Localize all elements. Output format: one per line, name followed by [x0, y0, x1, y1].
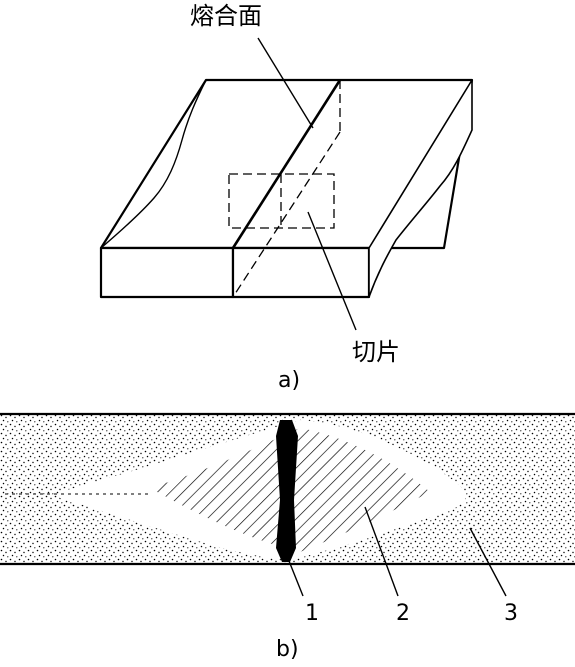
slice-outline — [228, 173, 335, 229]
slice-leader — [307, 211, 357, 331]
fusion-plane-hidden-diagonal — [232, 131, 341, 298]
plate-right-face — [368, 79, 473, 298]
diagram-b-leaders — [286, 506, 507, 597]
diagram-a-plate — [99, 78, 474, 299]
plate-front-face-left — [99, 246, 235, 299]
fusion-boundary — [276, 420, 298, 562]
plate-broken-edge-left — [100, 79, 207, 249]
leader-1 — [286, 555, 304, 597]
fusion-line-top — [231, 79, 342, 249]
leader-3 — [469, 527, 507, 597]
leader-2 — [364, 506, 399, 597]
slice-label: 切片 — [352, 338, 400, 366]
diagram-b-cross-section — [0, 412, 575, 566]
diagram-a-hidden-lines — [228, 80, 341, 298]
fusion-surface-leader — [257, 37, 314, 129]
diagram-a-leaders — [257, 37, 357, 331]
marker-1-label: 1 — [305, 601, 319, 626]
marker-3-label: 3 — [504, 601, 518, 626]
caption-b: b) — [276, 637, 299, 662]
marker-2-label: 2 — [396, 601, 410, 626]
caption-a: a) — [278, 368, 300, 393]
plate-front-face-right — [231, 246, 371, 299]
fusion-surface-label: 熔合面 — [190, 2, 262, 30]
